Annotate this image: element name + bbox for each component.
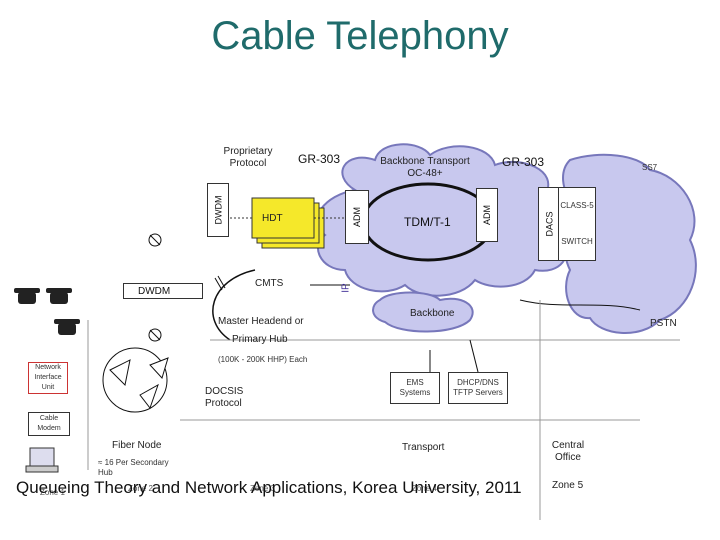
gr303-left-label: GR-303 bbox=[298, 152, 341, 166]
cable-modem-box: Cable Modem bbox=[28, 412, 70, 436]
tap-icon bbox=[148, 233, 226, 342]
dhcp-link bbox=[469, 339, 479, 373]
transport-label: Transport bbox=[402, 442, 445, 453]
dacs-box: DACS bbox=[538, 187, 560, 261]
fiber-node-label: Fiber Node bbox=[112, 440, 162, 451]
adm-right-label: ADM bbox=[482, 205, 492, 225]
network-interface-unit: Network Interface Unit bbox=[28, 362, 68, 394]
cmts-label: CMTS bbox=[255, 278, 284, 289]
ems-label: EMS Systems bbox=[399, 378, 431, 397]
hdt-label: HDT bbox=[262, 213, 283, 224]
adm-right-box: ADM bbox=[476, 188, 498, 242]
page-title: Cable Telephony bbox=[211, 14, 509, 58]
backbone-label: Backbone bbox=[410, 308, 455, 319]
adm-left-box: ADM bbox=[345, 190, 369, 244]
switch-label: SWITCH bbox=[561, 237, 593, 246]
dwdm-vertical-label: DWDM bbox=[213, 195, 223, 225]
backbone-pstn-link bbox=[519, 299, 641, 311]
zone4-label: Zone 4 bbox=[412, 484, 437, 493]
secondary-hub-label: ≈ 16 Per Secondary Hub bbox=[98, 458, 169, 477]
gr303-right-label: GR-303 bbox=[502, 155, 545, 169]
zone1-label: Zone 1 bbox=[40, 488, 65, 497]
ems-systems-box: EMS Systems bbox=[390, 372, 440, 404]
cable-modem-label: Cable Modem bbox=[37, 415, 61, 432]
adm-left-label: ADM bbox=[352, 207, 362, 227]
dhcp-label: DHCP/DNS TFTP Servers bbox=[453, 378, 503, 397]
hdt-stack bbox=[251, 197, 325, 249]
footer-text: Queueing Theory and Network Applications… bbox=[16, 478, 522, 497]
nid-label: Network Interface Unit bbox=[34, 364, 62, 391]
pstn-label: PSTN bbox=[650, 318, 677, 329]
ss7-label: SS7 bbox=[642, 163, 658, 172]
fiber-node-icon bbox=[102, 347, 169, 413]
central-office-label: Central Office bbox=[551, 440, 585, 463]
dwdm-box: DWDM bbox=[123, 283, 203, 299]
zone2-label: Zone 2 bbox=[128, 484, 153, 493]
dhcp-servers-box: DHCP/DNS TFTP Servers bbox=[448, 372, 508, 404]
dacs-label: DACS bbox=[544, 211, 555, 237]
zone3-label: Zone 3 bbox=[250, 484, 275, 493]
class5-label: CLASS-5 bbox=[560, 201, 594, 210]
ip-label: IP bbox=[340, 283, 352, 293]
proprietary-protocol-label: Proprietary Protocol bbox=[223, 146, 273, 169]
zone5-label: Zone 5 bbox=[552, 480, 584, 491]
class5-switch-box: CLASS-5 SWITCH bbox=[558, 187, 596, 261]
primary-hub-label: Primary Hub bbox=[232, 334, 288, 345]
docsis-label: DOCSIS Protocol bbox=[205, 386, 244, 409]
master-headend-label: Master Headend or bbox=[218, 316, 304, 327]
tdm-label: TDM/T-1 bbox=[404, 215, 451, 229]
telephone-icon bbox=[14, 288, 80, 335]
backbone-transport-label: Backbone Transport OC-48+ bbox=[380, 156, 470, 179]
dwdm-vertical-box: DWDM bbox=[207, 183, 229, 237]
hhp-label: (100K - 200K HHP) Each bbox=[218, 355, 308, 364]
backbone-cloud bbox=[315, 143, 697, 334]
computer-icon bbox=[25, 447, 59, 473]
cmts-arc bbox=[212, 269, 256, 341]
dwdm-box-label: DWDM bbox=[138, 285, 171, 297]
